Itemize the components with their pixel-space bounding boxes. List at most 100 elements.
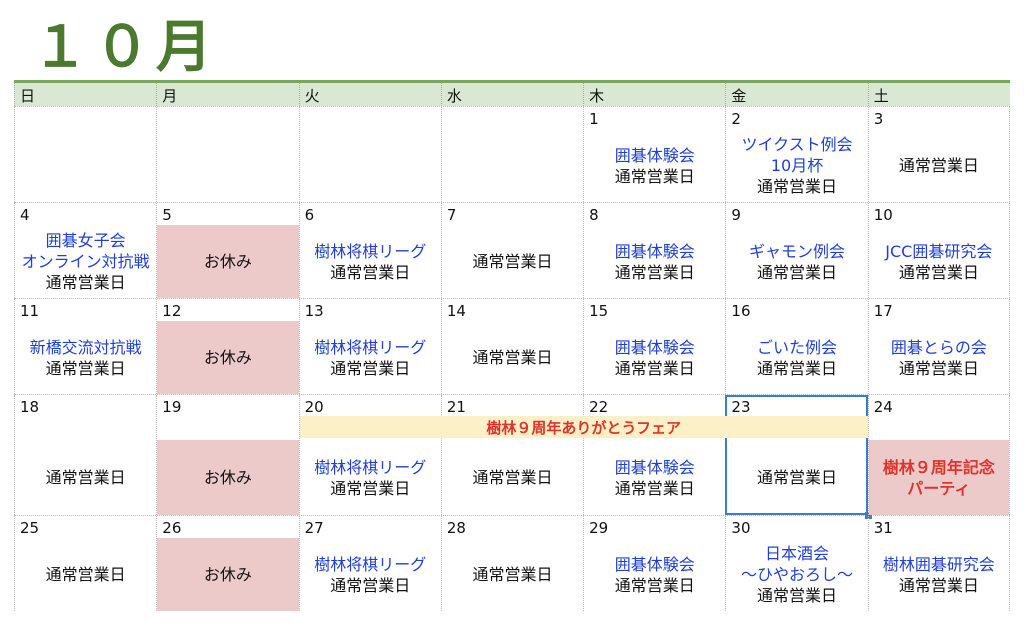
day-number: 9 — [731, 206, 741, 224]
day-events: 樹林囲碁研究会通常営業日 — [869, 538, 1009, 611]
event-text: 通常営業日 — [472, 565, 553, 584]
event-text: 10月杯 — [770, 156, 824, 175]
event-text: 通常営業日 — [330, 478, 411, 498]
day-cell[interactable] — [156, 107, 298, 202]
event-text: 樹林将棋リーグ — [314, 241, 427, 261]
event-text: 通常営業日 — [757, 468, 838, 487]
event-text: パーティ — [907, 478, 971, 498]
day-events: ギャモン例会通常営業日 — [726, 225, 867, 298]
event-text: 通常営業日 — [898, 262, 979, 282]
day-number: 7 — [446, 206, 457, 224]
weekday-header: 日月火水木金土 — [14, 83, 1010, 106]
event-text: 囲碁体験会 — [614, 145, 695, 165]
event-text: ツイクスト例会 — [741, 135, 853, 154]
day-events: 樹林将棋リーグ通常営業日 — [300, 225, 441, 298]
event-text: お休み — [203, 468, 252, 487]
day-events: 通常営業日 — [15, 538, 156, 611]
event-text: 通常営業日 — [614, 262, 695, 282]
day-events: 通常営業日 — [869, 129, 1009, 202]
event-text: 通常営業日 — [757, 358, 838, 378]
day-number: 11 — [20, 302, 40, 320]
day-events: 囲碁体験会通常営業日 — [584, 225, 725, 298]
event-text: ごいた例会 — [757, 337, 838, 357]
event-text: 通常営業日 — [757, 177, 838, 196]
event-text: お休み — [203, 565, 252, 584]
event-text: 通常営業日 — [614, 575, 695, 595]
day-number: 12 — [162, 302, 182, 320]
day-events: 囲碁体験会通常営業日 — [584, 538, 725, 611]
day-cell[interactable] — [14, 107, 156, 202]
day-cell[interactable] — [298, 107, 441, 202]
day-cell[interactable] — [440, 107, 583, 202]
day-events: 囲碁とらの会通常営業日 — [869, 321, 1009, 394]
day-number: 10 — [873, 206, 893, 224]
day-number: 29 — [589, 519, 609, 537]
month-title: １０月 — [32, 15, 218, 80]
day-number: 13 — [304, 302, 324, 320]
event-text: 通常営業日 — [330, 575, 411, 595]
day-events: 樹林将棋リーグ通常営業日 — [300, 538, 441, 611]
event-text: 通常営業日 — [757, 586, 838, 605]
event-text: 樹林将棋リーグ — [314, 457, 427, 477]
event-text: 通常営業日 — [472, 348, 553, 367]
weekday-1: 月 — [156, 83, 298, 106]
day-number: 2 — [731, 110, 741, 128]
event-text: 通常営業日 — [45, 273, 126, 292]
weekday-6: 土 — [867, 83, 1010, 106]
day-cell[interactable]: 13 樹林将棋リーグ通常営業日 — [298, 299, 441, 394]
event-text: 通常営業日 — [898, 358, 979, 378]
day-number: 28 — [446, 519, 466, 537]
fill-handle[interactable] — [864, 512, 872, 519]
day-number: 4 — [20, 206, 30, 224]
event-text: 樹林将棋リーグ — [314, 337, 427, 357]
day-cell[interactable]: 28 通常営業日 — [440, 516, 583, 611]
event-text: 囲碁体験会 — [614, 241, 695, 261]
event-text: 囲碁体験会 — [614, 337, 695, 357]
day-number: 31 — [873, 519, 893, 537]
event-text: 通常営業日 — [614, 478, 695, 498]
day-events — [157, 129, 298, 202]
event-text: 通常営業日 — [330, 358, 411, 378]
day-number: 22 — [589, 398, 609, 416]
day-events: 新橋交流対抗戦通常営業日 — [15, 321, 156, 394]
event-banner[interactable]: 樹林９周年ありがとうフェア — [299, 416, 868, 438]
day-events: 通常営業日 — [442, 538, 583, 611]
day-number: 17 — [873, 302, 893, 320]
event-text: ギャモン例会 — [749, 241, 846, 261]
weekday-5: 金 — [725, 83, 867, 106]
day-number: 5 — [162, 206, 172, 224]
